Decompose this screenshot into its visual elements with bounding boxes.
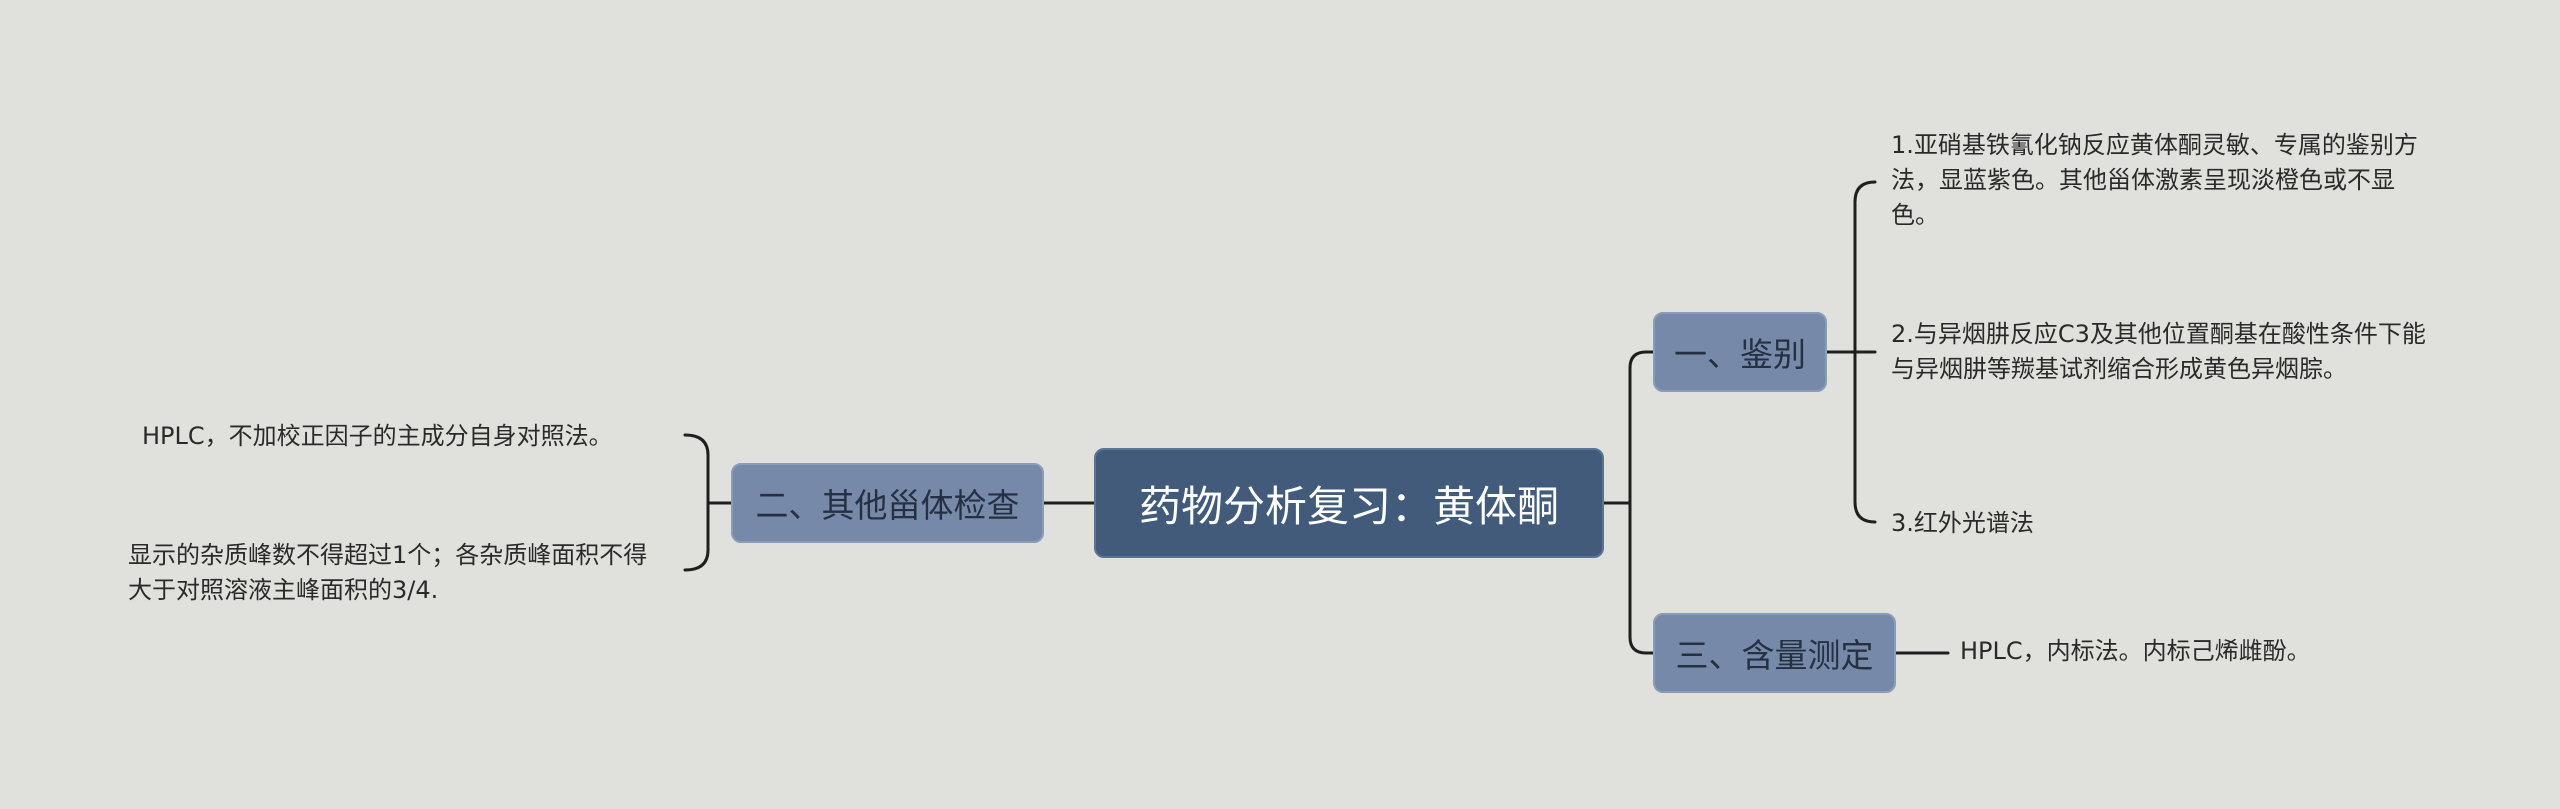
branch-other-steroids[interactable]: 二、其他甾体检查 [731, 463, 1044, 543]
leaf-identification-2[interactable]: 2.与异烟肼反应C3及其他位置酮基在酸性条件下能与异烟肼等羰基试剂缩合形成黄色异… [1891, 320, 2426, 383]
leaf-identification-3[interactable]: 3.红外光谱法 [1891, 509, 2034, 537]
connector-other-bracket [683, 433, 710, 572]
root-topic[interactable]: 药物分析复习：黄体酮 [1094, 448, 1604, 558]
leaf-assay-1[interactable]: HPLC，内标法。内标己烯雌酚。 [1960, 637, 2311, 665]
connector-right-trunk-lower [1628, 501, 1655, 655]
leaf-other-2[interactable]: 显示的杂质峰数不得超过1个；各杂质峰面积不得大于对照溶液主峰面积的3/4. [128, 541, 648, 604]
connector-right-trunk [1628, 350, 1655, 505]
leaf-other-1[interactable]: HPLC，不加校正因子的主成分自身对照法。 [142, 422, 613, 450]
branch-identification[interactable]: 一、鉴别 [1653, 312, 1827, 392]
branch-assay[interactable]: 三、含量测定 [1653, 613, 1896, 693]
leaf-identification-1[interactable]: 1.亚硝基铁氰化钠反应黄体酮灵敏、专属的鉴别方法，显蓝紫色。其他甾体激素呈现淡橙… [1891, 131, 2418, 229]
